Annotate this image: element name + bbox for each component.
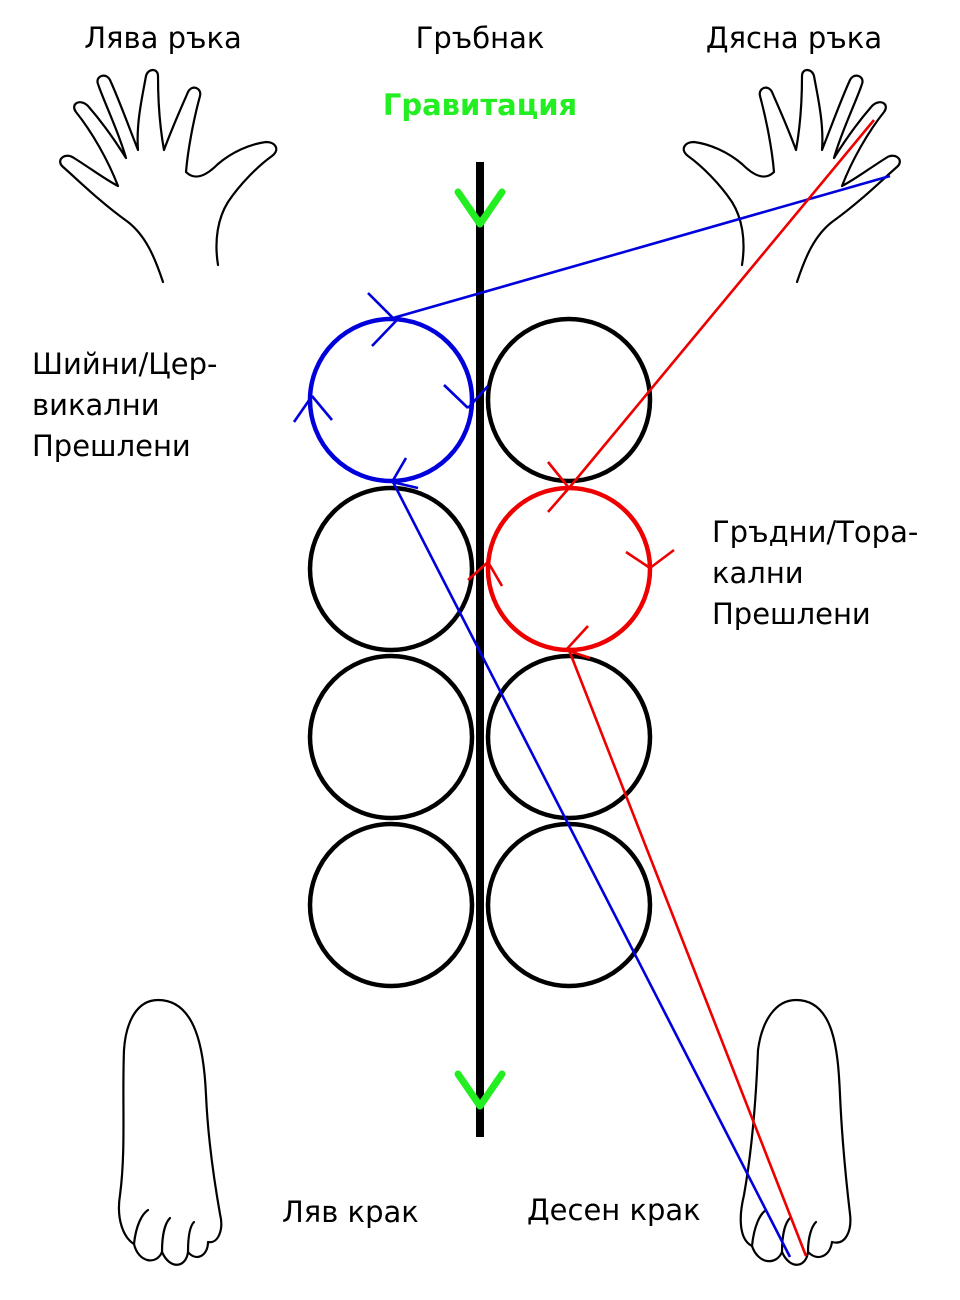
right-hand-icon <box>682 68 901 284</box>
tick <box>467 385 489 409</box>
vertebra-l3 <box>307 653 475 821</box>
left-hand-icon <box>59 68 278 284</box>
tick <box>391 480 419 490</box>
tick <box>486 561 504 587</box>
tick <box>565 648 591 660</box>
tick <box>649 548 675 570</box>
left-hand-label: Лява ръка <box>84 21 242 55</box>
tick <box>546 461 571 489</box>
tick <box>443 384 469 409</box>
left-leg-label: Ляв крак <box>282 1195 419 1229</box>
vertebra-r4 <box>485 821 653 989</box>
tick <box>367 292 397 322</box>
left-foot-icon <box>117 998 223 1266</box>
vertebra-l4 <box>307 821 475 989</box>
cervical-to-right-foot <box>391 481 792 1258</box>
cervical-links <box>292 174 891 1258</box>
cervical-vertebrae-label: Шийни/Цер- викални Прешлени <box>32 347 218 463</box>
thoracic-vertebrae-label: Гръдни/Тора- кални Прешлени <box>712 515 919 631</box>
tick <box>371 320 397 347</box>
gravity-arrow-icon <box>454 188 506 1110</box>
vertebra-r3 <box>485 653 653 821</box>
right-leg-label: Десен крак <box>527 1193 701 1227</box>
vertebra-l2 <box>307 485 475 653</box>
tick <box>547 487 570 513</box>
vertebrae-grid <box>307 316 653 989</box>
right-foot-icon <box>739 998 852 1266</box>
vertebra-r1 <box>485 316 653 484</box>
right-hand-label: Дясна ръка <box>705 21 883 55</box>
thoracic-links <box>467 119 876 1257</box>
tick <box>625 550 651 570</box>
tick <box>565 625 589 651</box>
thoracic-to-right-foot <box>567 649 808 1257</box>
tick <box>390 457 408 483</box>
thoracic-to-right-hand <box>567 119 876 489</box>
vertebra-l1 <box>307 316 475 484</box>
tick <box>292 395 314 423</box>
gravity-label: Гравитация <box>382 88 578 122</box>
spine-label: Гръбнак <box>415 21 545 55</box>
vertebra-r2 <box>485 485 653 653</box>
cervical-to-right-hand <box>392 174 891 320</box>
tick <box>467 561 489 581</box>
tick <box>311 395 333 421</box>
